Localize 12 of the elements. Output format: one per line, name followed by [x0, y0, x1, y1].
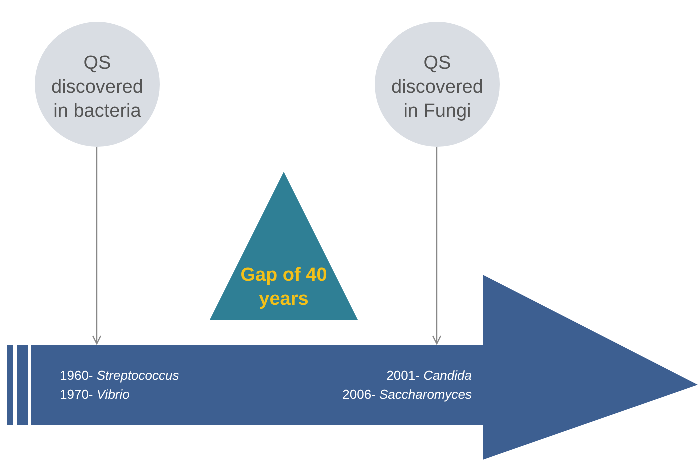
circle-node [35, 22, 160, 147]
circle-node [375, 22, 500, 147]
timeline-entry: 1960- Streptococcus [60, 368, 180, 384]
node-label: QS discovered in Fungi [390, 52, 484, 124]
node-label: Gap of 40 years [240, 264, 328, 312]
triangle-node [210, 172, 358, 320]
node-label: QS discovered in bacteria [50, 52, 144, 124]
timeline-entry: 2001- Candida [386, 368, 472, 384]
timeline-entry: 2006- Saccharomyces [342, 387, 472, 404]
arrow [92, 147, 102, 345]
arrow [432, 147, 442, 345]
timeline-entry: 1970- Vibrio [60, 387, 131, 404]
